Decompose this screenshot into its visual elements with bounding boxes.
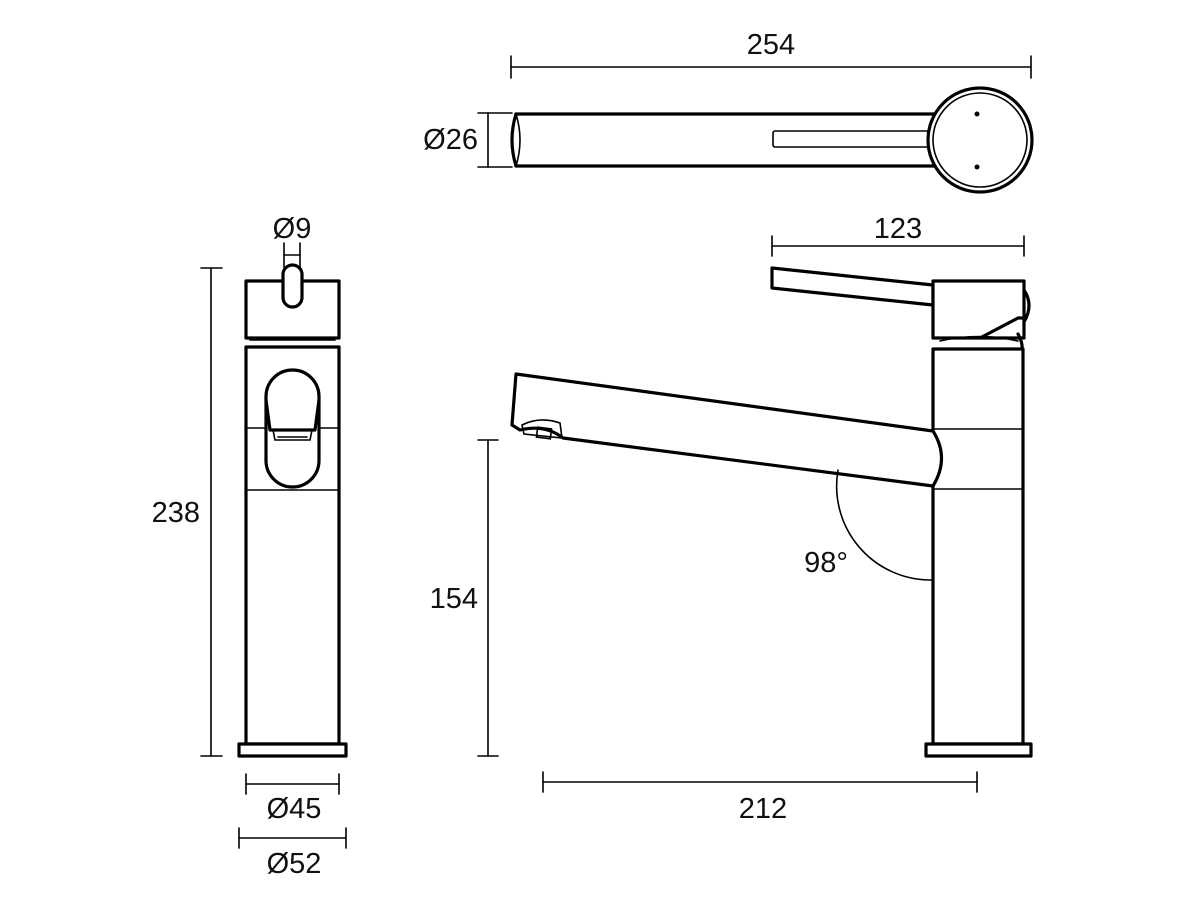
dimension-238-label: 238 [152, 497, 200, 529]
dimension-254-label: 254 [747, 29, 795, 61]
dimension-body-diameter-label: Ø45 [267, 793, 322, 825]
dimension-123: 123 [771, 213, 1025, 257]
spout-top-outline [510, 86, 1034, 194]
dimension-handle-pin-diameter: Ø9 [273, 213, 312, 268]
dimension-123-label: 123 [874, 213, 922, 245]
dimension-handle-pin-label: Ø9 [273, 213, 312, 245]
dimension-238: 238 [152, 267, 223, 757]
front-view: Ø9 238 Ø45 [152, 213, 348, 880]
dimension-212-label: 212 [739, 793, 787, 825]
dimension-212: 212 [542, 771, 978, 825]
side-spout [510, 372, 944, 488]
dimension-154-label: 154 [430, 583, 478, 615]
dimension-body-diameter: Ø45 [245, 773, 340, 825]
front-base [237, 742, 348, 758]
top-view: 254 Ø26 [423, 29, 1034, 194]
side-base [924, 742, 1033, 758]
dimension-254: 254 [510, 29, 1032, 79]
dimension-spout-diameter-label: Ø26 [423, 124, 478, 156]
side-handle-lever [770, 266, 935, 307]
dimension-spout-diameter: Ø26 [423, 112, 513, 168]
dimension-154: 154 [430, 439, 499, 757]
front-handle-knob [281, 263, 304, 309]
angle-98: 98° [804, 469, 932, 581]
side-body [931, 347, 1025, 746]
angle-98-label: 98° [804, 547, 848, 579]
dimension-base-diameter: Ø52 [238, 827, 347, 880]
dimension-base-diameter-label: Ø52 [267, 848, 322, 880]
side-cap [931, 279, 1026, 340]
side-view: 123 98° 154 [430, 213, 1033, 825]
